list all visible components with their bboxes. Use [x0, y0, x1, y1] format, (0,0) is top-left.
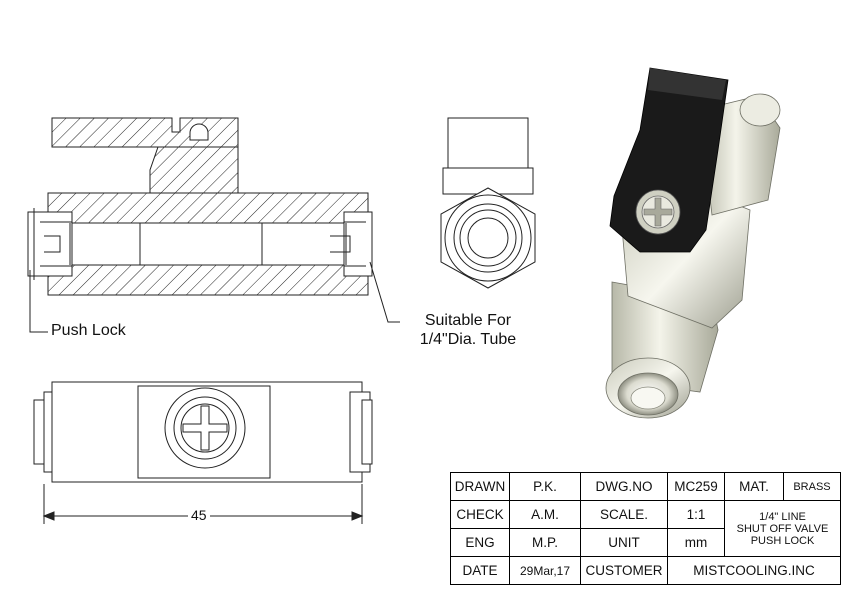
title-row-drawn: DRAWN P.K. DWG.NO MC259 MAT. BRASS [450, 472, 841, 501]
title-block: DRAWN P.K. DWG.NO MC259 MAT. BRASS CHECK… [450, 472, 841, 585]
eng-label: ENG [450, 528, 510, 557]
check-value: A.M. [509, 500, 581, 529]
end-view-handle [447, 117, 529, 169]
push-lock-annotation: Push Lock [51, 322, 126, 339]
dwg-no-label: DWG.NO [580, 472, 668, 501]
section-upper-wall [47, 192, 369, 224]
section-handle-slot [189, 123, 209, 141]
unit-label: UNIT [580, 528, 668, 557]
section-neck [149, 146, 239, 194]
section-view [27, 117, 400, 333]
eng-value: M.P. [509, 528, 581, 557]
date-value: 29Mar,17 [509, 556, 581, 585]
dwg-no-value: MC259 [667, 472, 725, 501]
suitable-line-1: Suitable For [424, 312, 512, 329]
isometric-view [605, 67, 781, 419]
unit-value: mm [667, 528, 725, 557]
dimension-length-label: 45 [188, 507, 210, 523]
section-lower-wall [47, 264, 369, 296]
description-line-3: PUSH LOCK [750, 534, 815, 547]
date-label: DATE [450, 556, 510, 585]
customer-label: CUSTOMER [580, 556, 668, 585]
suitable-line-2: 1/4"Dia. Tube [419, 331, 517, 348]
check-label: CHECK [450, 500, 510, 529]
top-view [33, 381, 373, 524]
end-view [440, 117, 536, 289]
description-line-1: 1/4" LINE [759, 510, 806, 523]
mat-value: BRASS [783, 472, 841, 501]
description-cell: 1/4" LINE SHUT OFF VALVE PUSH LOCK [724, 500, 841, 557]
end-view-bore [467, 217, 509, 259]
drawn-label: DRAWN [450, 472, 510, 501]
scale-label: SCALE. [580, 500, 668, 529]
top-view-knob-slot [182, 405, 228, 451]
suitable-leader [369, 261, 400, 323]
title-row-eng: ENG M.P. UNIT mm [450, 528, 841, 557]
scale-value: 1:1 [667, 500, 725, 529]
section-handle [51, 117, 239, 148]
drawn-value: P.K. [509, 472, 581, 501]
description-line-2: SHUT OFF VALVE [736, 522, 829, 535]
title-row-date: DATE 29Mar,17 CUSTOMER MISTCOOLING.INC [450, 556, 841, 585]
customer-value: MISTCOOLING.INC [667, 556, 841, 585]
right-collet [343, 211, 373, 277]
tube-suitability-annotation: Suitable For 1/4"Dia. Tube [400, 311, 536, 349]
push-lock-leader [29, 270, 48, 333]
title-row-check: CHECK A.M. SCALE. 1:1 1/4" LINE SHUT OFF… [450, 500, 841, 557]
mat-label: MAT. [724, 472, 784, 501]
